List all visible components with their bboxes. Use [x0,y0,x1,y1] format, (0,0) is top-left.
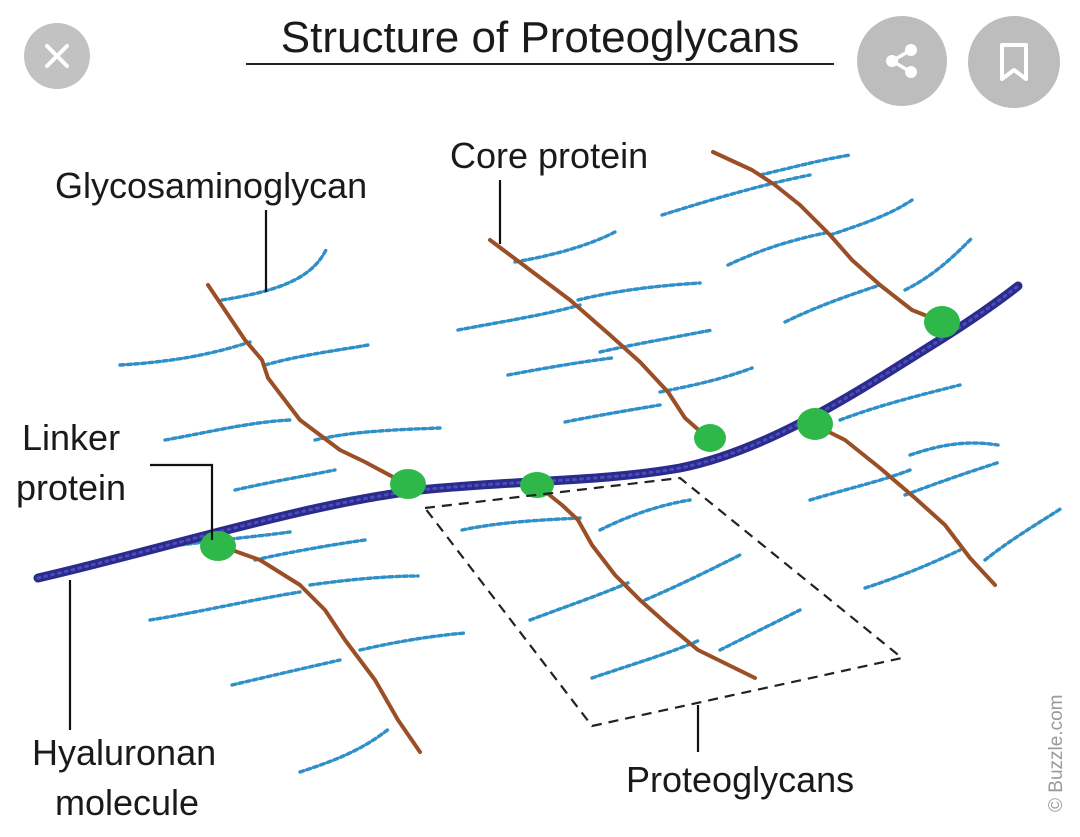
core-protein-chain [216,543,422,754]
share-button[interactable] [857,16,947,106]
gag-chain [598,328,714,354]
core-protein-chains [206,150,997,754]
gag-chain [828,198,914,237]
core-protein-chain [488,238,712,442]
gag-chain [758,153,852,177]
gag-chain [230,658,342,687]
core-protein-chain [535,483,757,680]
gag-chain [233,468,337,492]
linker-protein-node [390,469,426,499]
hyaluronan-label-line2: molecule [55,782,199,823]
linker-protein-node [200,531,236,561]
gag-chain [908,441,1000,457]
core-protein-chain [206,283,410,487]
gag-chain [718,608,802,652]
linker-protein-leader [150,463,214,540]
close-icon [45,44,69,68]
gag-chain [460,516,582,532]
gag-chain [903,236,974,292]
proteoglycans-label: Proteoglycans [626,759,854,800]
core-protein-label: Core protein [450,135,648,176]
linker-protein-node [520,472,554,498]
bookmark-icon [1000,43,1028,81]
gag-chain [148,590,302,622]
core-protein-chain [711,150,944,324]
gag-chain [590,638,702,680]
gag-chain [903,460,1002,497]
gag-chain [658,366,754,394]
gag-chain [783,283,882,324]
share-icon [886,44,917,78]
gag-chain [298,726,392,774]
gag-chain [456,303,582,332]
glycosaminoglycan-chains [118,153,1064,774]
gag-chain [118,340,252,367]
linker-protein-label-line2: protein [16,467,126,508]
gag-chain [528,580,632,622]
gag-chain [253,538,367,562]
gag-chain [838,383,962,422]
gag-chain [983,506,1064,562]
gag-chain [263,343,370,367]
gag-chain [643,553,742,602]
gag-chain [313,426,442,442]
core-protein-chain [813,423,997,587]
linker-proteins [200,306,960,561]
linker-protein-node [924,306,960,338]
hyaluronan-molecule [33,281,1023,583]
glycosaminoglycan-label: Glycosaminoglycan [55,165,367,206]
gag-chain [163,418,292,442]
gag-chain [563,403,662,424]
gag-chain [506,356,614,377]
gag-chain [178,530,292,547]
gag-chain [513,230,617,264]
gag-chain [726,230,832,267]
diagram-title: Structure of Proteoglycans [281,13,799,62]
close-button[interactable] [24,23,90,89]
gag-chain [863,548,962,590]
gag-chain [220,248,328,302]
gag-chain [808,468,912,502]
linker-protein-node [797,408,833,440]
bookmark-button[interactable] [968,16,1060,108]
gag-chain [308,574,420,587]
hyaluronan-label-line1: Hyaluronan [32,732,216,773]
gag-chain [576,281,702,302]
gag-chain [598,498,692,532]
credit-watermark: © Buzzle.com [1046,695,1067,812]
gag-chain [358,631,467,652]
linker-protein-label-line1: Linker [22,417,120,458]
linker-protein-node [694,424,726,452]
proteoglycan-unit-box [422,476,905,728]
gag-chain [660,173,812,217]
